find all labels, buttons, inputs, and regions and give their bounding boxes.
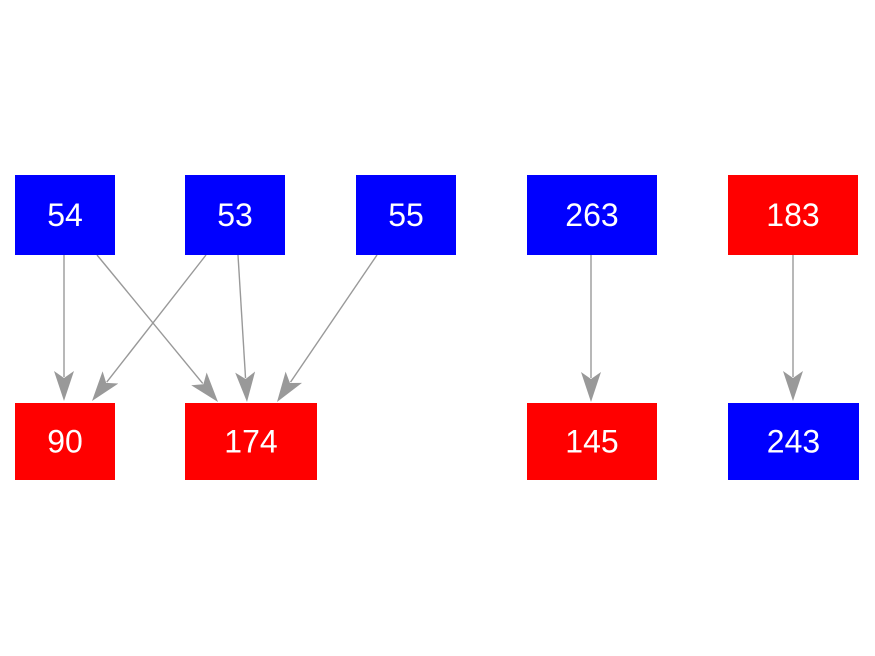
node-243: 243	[728, 403, 859, 480]
node-54: 54	[15, 175, 115, 255]
node-label-145: 145	[565, 424, 618, 460]
node-263: 263	[527, 175, 657, 255]
edge-53-to-90	[92, 254, 207, 402]
node-174: 174	[185, 403, 317, 480]
node-box-90	[15, 403, 115, 480]
node-box-145	[527, 403, 657, 480]
node-box-174	[185, 403, 317, 480]
node-label-243: 243	[767, 424, 820, 460]
node-label-54: 54	[47, 197, 83, 233]
node-label-263: 263	[565, 197, 618, 233]
node-label-183: 183	[766, 197, 819, 233]
node-53: 53	[185, 175, 285, 255]
node-55: 55	[356, 175, 456, 255]
node-label-53: 53	[217, 197, 253, 233]
node-box-183	[728, 175, 858, 255]
node-90: 90	[15, 403, 115, 480]
node-box-263	[527, 175, 657, 255]
edge-55-to-174	[277, 254, 378, 403]
edge-53-to-174	[235, 254, 256, 403]
node-box-54	[15, 175, 115, 255]
nodes-layer: 54 53 55 263 183 90 174 145 243	[15, 175, 859, 480]
edges-layer	[54, 254, 803, 403]
node-145: 145	[527, 403, 657, 480]
node-box-243	[728, 403, 859, 480]
node-box-53	[185, 175, 285, 255]
edge-54-to-174	[96, 254, 219, 402]
node-label-55: 55	[388, 197, 424, 233]
node-183: 183	[728, 175, 858, 255]
node-label-90: 90	[47, 424, 83, 460]
node-label-174: 174	[224, 424, 277, 460]
node-box-55	[356, 175, 456, 255]
